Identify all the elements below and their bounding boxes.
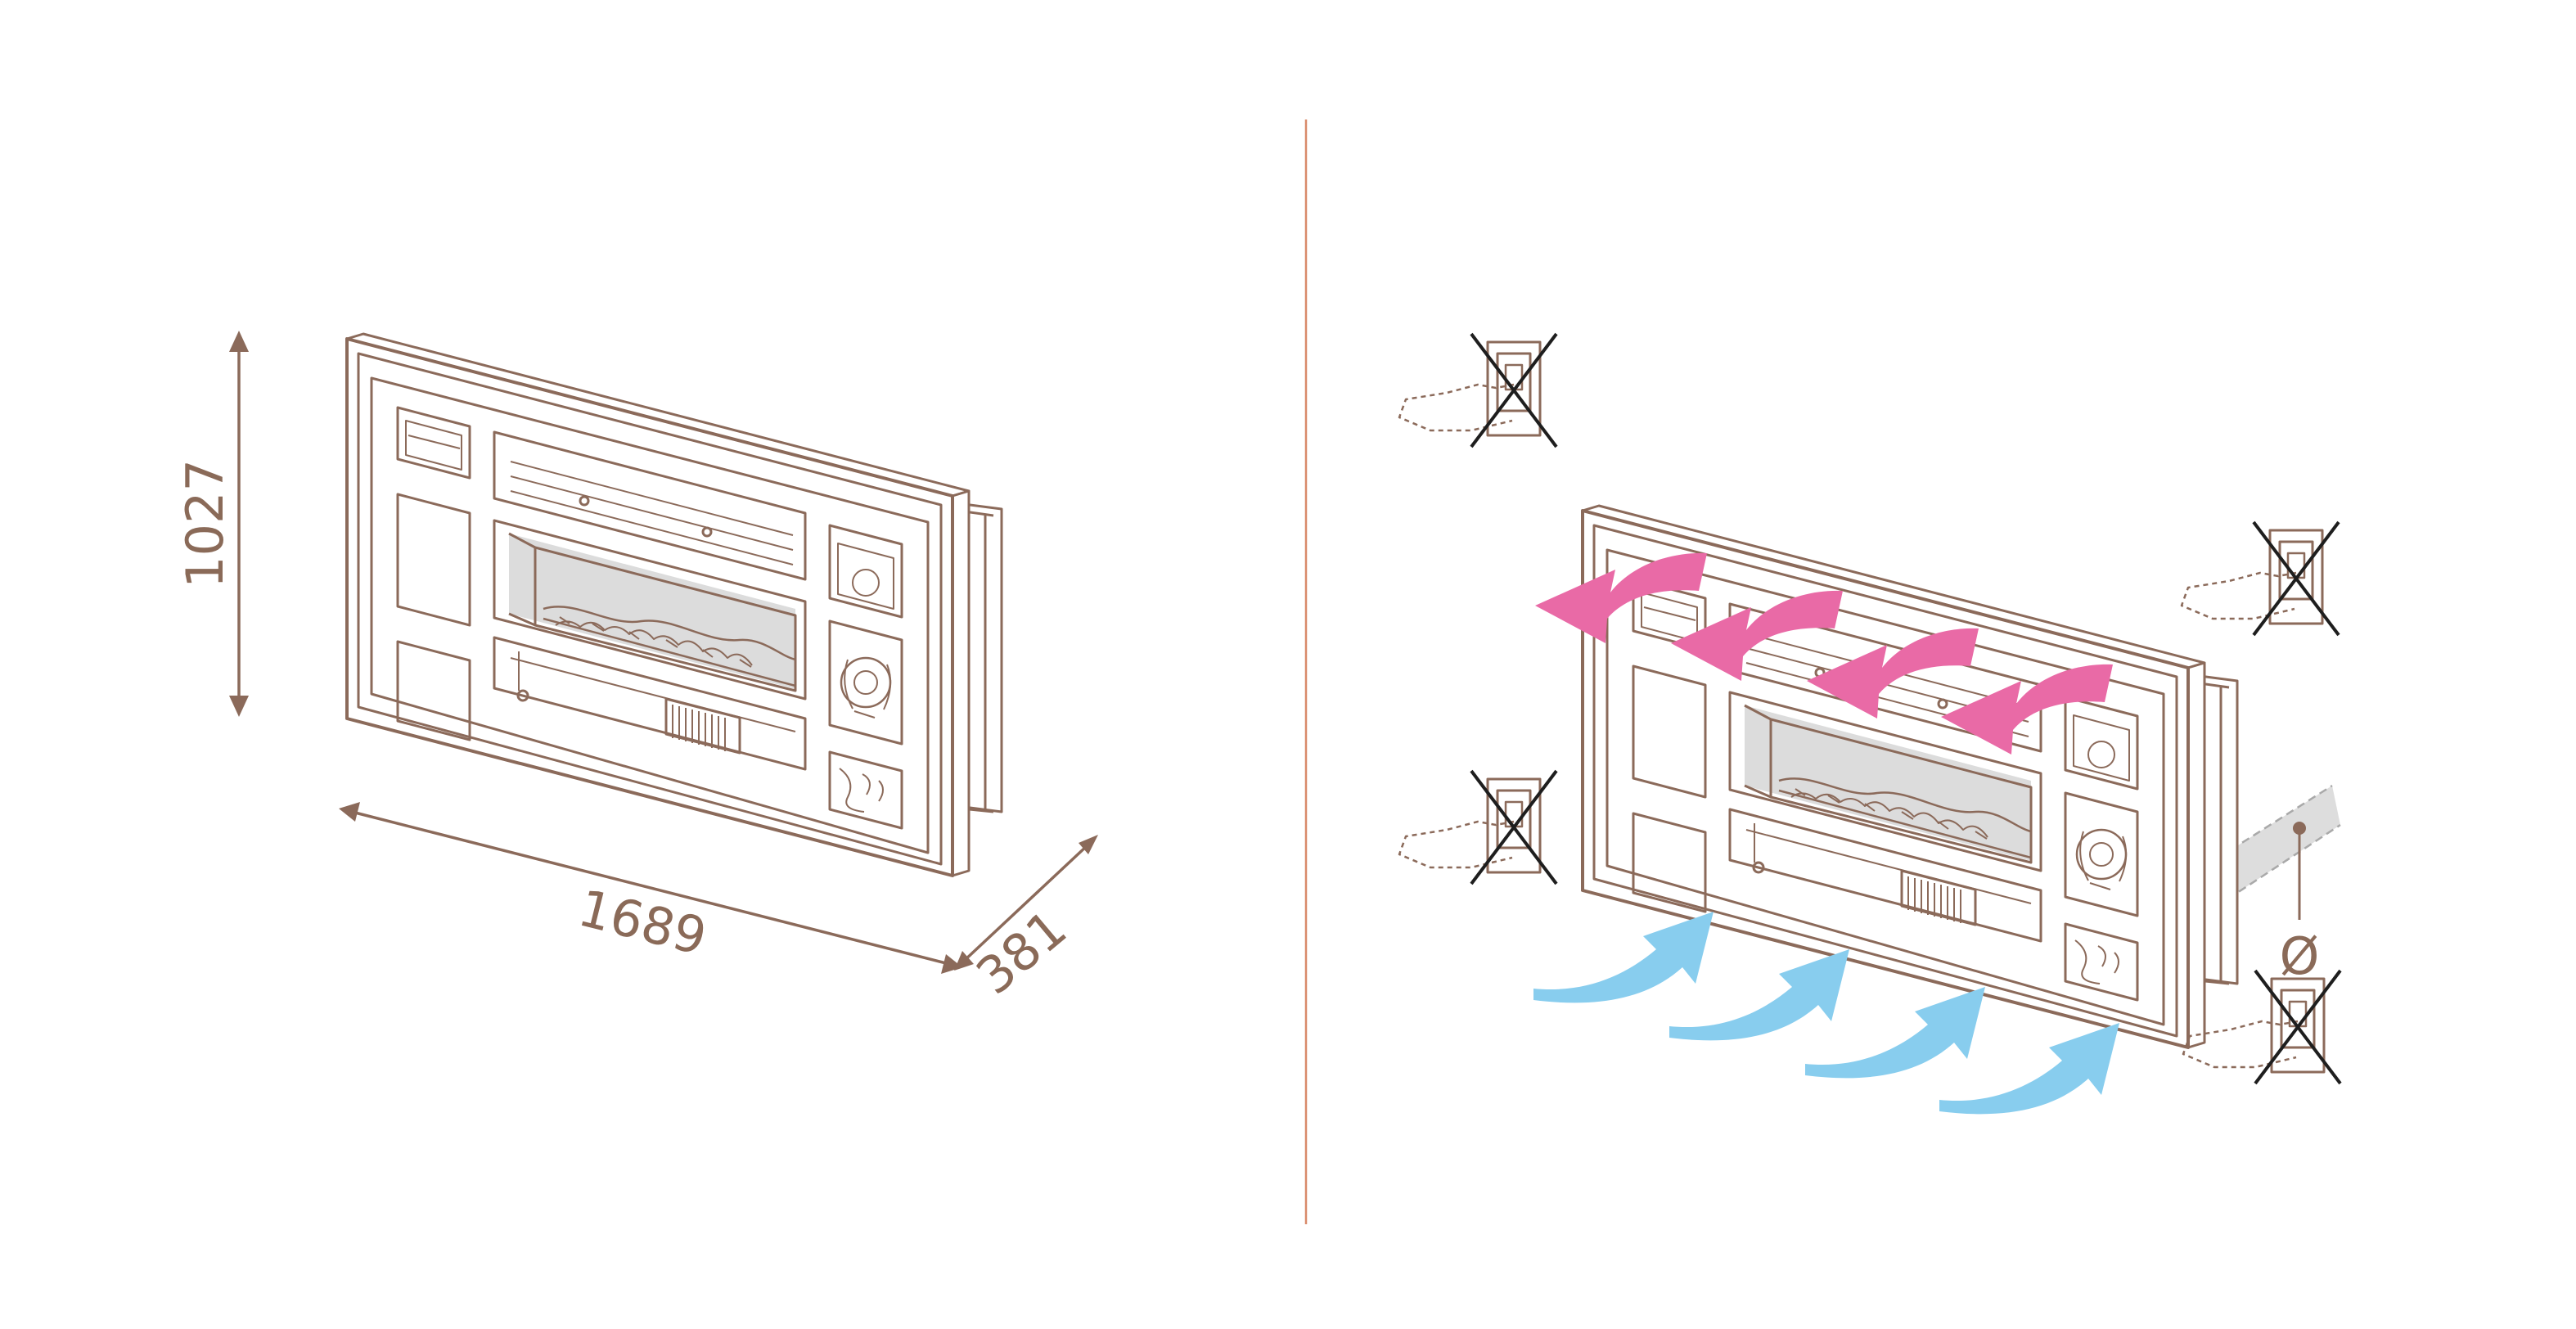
diameter-symbol: Ø — [2280, 926, 2320, 986]
depth-dimension-label: 381 — [965, 899, 1078, 1007]
crossed-out-wall-switch-icon — [1398, 769, 1558, 885]
crossed-out-wall-switch-icon — [2182, 969, 2342, 1085]
height-dimension-label: 1027 — [175, 459, 235, 588]
duct-diameter-indicator — [2293, 822, 2306, 920]
dimensioned-fireplace-view: 1027 1689 381 — [175, 331, 1098, 1007]
crossed-out-wall-switch-icon — [2180, 520, 2340, 637]
fireplace-unit-left — [345, 332, 1003, 877]
crossed-out-wall-switch-icon — [1398, 332, 1558, 448]
airflow-fireplace-view: Ø — [1398, 332, 2342, 1115]
width-dimension-label: 1689 — [573, 878, 713, 967]
cold-air-in-arrow-icon — [1533, 912, 1714, 1003]
height-dimension — [229, 331, 249, 717]
depth-dimension — [954, 835, 1098, 971]
